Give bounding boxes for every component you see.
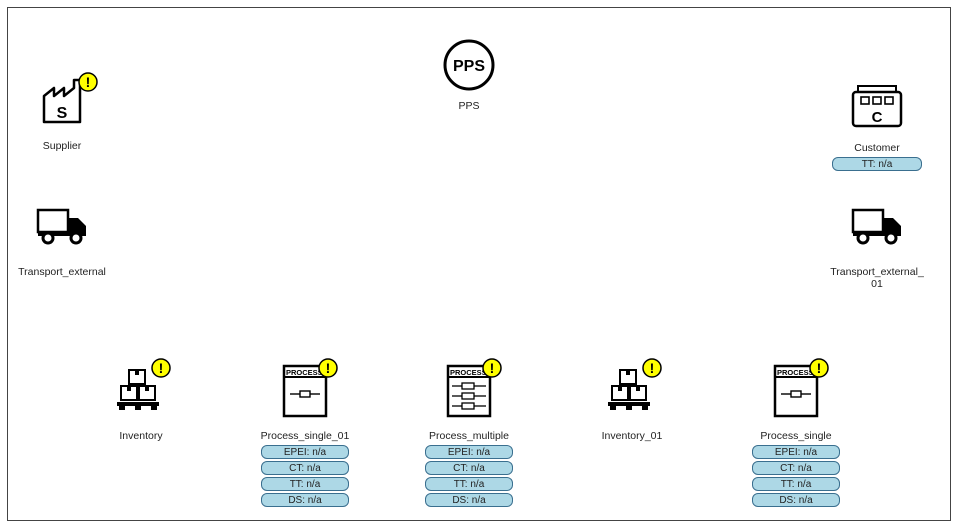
- process-single-icon[interactable]: PROCESS !: [270, 358, 340, 420]
- transport-external-01-label: Transport_external_ 01: [830, 266, 924, 290]
- warning-icon: !: [318, 358, 338, 378]
- attr-epei[interactable]: EPEI: n/a: [425, 445, 513, 459]
- node-inventory-01[interactable]: ! Inventory_01: [572, 358, 692, 442]
- svg-text:!: !: [326, 360, 331, 376]
- attr-ds[interactable]: DS: n/a: [425, 493, 513, 507]
- svg-text:PROCESS: PROCESS: [450, 368, 487, 377]
- attr-ds[interactable]: DS: n/a: [752, 493, 840, 507]
- pps-icon[interactable]: PPS: [442, 38, 496, 92]
- pps-label: PPS: [458, 100, 480, 112]
- process-multiple-attributes: EPEI: n/a CT: n/a TT: n/a DS: n/a: [409, 445, 529, 507]
- node-transport-external[interactable]: Transport_external: [2, 206, 122, 278]
- node-transport-external-01[interactable]: Transport_external_ 01: [817, 206, 937, 290]
- warning-icon: !: [642, 358, 662, 378]
- svg-text:PROCESS: PROCESS: [777, 368, 814, 377]
- attr-tt[interactable]: TT: n/a: [425, 477, 513, 491]
- attr-tt[interactable]: TT: n/a: [832, 157, 922, 171]
- process-single-01-attributes: EPEI: n/a CT: n/a TT: n/a DS: n/a: [245, 445, 365, 507]
- truck-icon[interactable]: [847, 206, 907, 246]
- svg-text:!: !: [650, 360, 655, 376]
- supplier-label: Supplier: [42, 140, 82, 152]
- node-customer[interactable]: C Customer TT: n/a: [817, 84, 937, 171]
- inventory-label: Inventory: [119, 430, 163, 442]
- truck-icon[interactable]: [32, 206, 92, 246]
- warning-icon: !: [151, 358, 171, 378]
- attr-epei[interactable]: EPEI: n/a: [752, 445, 840, 459]
- attr-epei[interactable]: EPEI: n/a: [261, 445, 349, 459]
- process-single-icon[interactable]: PROCESS !: [761, 358, 831, 420]
- svg-text:!: !: [159, 360, 164, 376]
- svg-text:!: !: [817, 360, 822, 376]
- warning-icon: !: [809, 358, 829, 378]
- node-supplier[interactable]: S ! Supplier: [2, 72, 122, 152]
- attr-ds[interactable]: DS: n/a: [261, 493, 349, 507]
- node-inventory[interactable]: ! Inventory: [81, 358, 201, 442]
- customer-attributes: TT: n/a: [817, 157, 937, 171]
- inventory-icon[interactable]: !: [103, 358, 179, 418]
- attr-tt[interactable]: TT: n/a: [261, 477, 349, 491]
- process-multiple-icon[interactable]: PROCESS !: [434, 358, 504, 420]
- svg-text:!: !: [490, 360, 495, 376]
- node-process-single-01[interactable]: PROCESS ! Process_single_01 EPEI: n/a CT…: [245, 358, 365, 507]
- node-pps[interactable]: PPS PPS: [409, 38, 529, 112]
- customer-label: Customer: [854, 142, 900, 154]
- customer-icon[interactable]: C: [847, 84, 907, 130]
- attr-ct[interactable]: CT: n/a: [425, 461, 513, 475]
- attr-ct[interactable]: CT: n/a: [261, 461, 349, 475]
- attr-ct[interactable]: CT: n/a: [752, 461, 840, 475]
- process-single-label: Process_single: [760, 430, 832, 442]
- node-process-multiple[interactable]: PROCESS ! Process_multiple EPEI: n/a CT:…: [409, 358, 529, 507]
- customer-letter: C: [872, 109, 883, 126]
- process-multiple-label: Process_multiple: [429, 430, 509, 442]
- process-single-01-label: Process_single_01: [260, 430, 350, 442]
- pps-icon-text: PPS: [453, 58, 485, 75]
- svg-text:PROCESS: PROCESS: [286, 368, 323, 377]
- inventory-01-label: Inventory_01: [601, 430, 663, 442]
- svg-text:!: !: [86, 74, 91, 90]
- attr-tt[interactable]: TT: n/a: [752, 477, 840, 491]
- transport-external-label: Transport_external: [18, 266, 106, 278]
- process-single-attributes: EPEI: n/a CT: n/a TT: n/a DS: n/a: [736, 445, 856, 507]
- factory-icon[interactable]: S !: [22, 72, 102, 128]
- inventory-icon[interactable]: !: [594, 358, 670, 418]
- warning-icon: !: [482, 358, 502, 378]
- supplier-letter: S: [57, 105, 68, 122]
- node-process-single[interactable]: PROCESS ! Process_single EPEI: n/a CT: n…: [736, 358, 856, 507]
- warning-icon: !: [78, 72, 98, 92]
- vsm-canvas[interactable]: PPS PPS S ! Supplier C Customer TT: n/a: [7, 7, 951, 521]
